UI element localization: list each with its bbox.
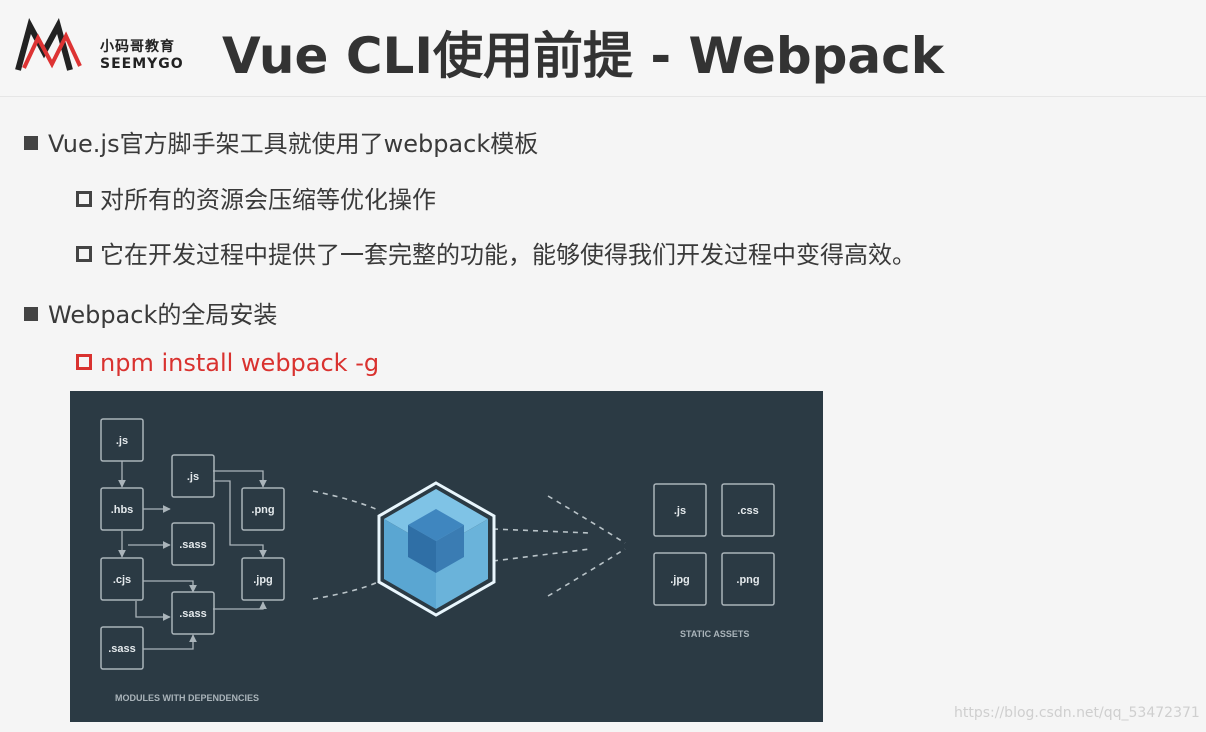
asset-box-label: .js [674, 505, 686, 517]
module-box-label: .js [116, 435, 128, 447]
module-box: .jpg [241, 557, 285, 601]
bullet-npm-command: npm install webpack -g [76, 349, 379, 377]
module-box: .sass [171, 522, 215, 566]
module-box-label: .cjs [113, 574, 131, 586]
bullet-text: Vue.js官方脚手架工具就使用了webpack模板 [48, 130, 539, 158]
webpack-diagram: .js .js .hbs .png .sass .cjs .jpg .sass .sass MO… [70, 391, 823, 722]
module-box: .sass [171, 591, 215, 635]
bullet-text: 对所有的资源会压缩等优化操作 [100, 186, 436, 214]
asset-box: .png [721, 552, 775, 606]
asset-box-label: .png [736, 574, 759, 586]
asset-box-label: .css [737, 505, 758, 517]
module-box-label: .sass [108, 643, 136, 655]
csdn-watermark: https://blog.csdn.net/qq_53472371 [954, 705, 1200, 721]
module-box: .js [171, 454, 215, 498]
webpack-cube-icon [377, 481, 496, 617]
bullet-webpack-install: Webpack的全局安装 [24, 295, 277, 330]
bullet-text: npm install webpack -g [100, 349, 380, 377]
filled-square-bullet-icon [24, 307, 38, 321]
asset-box: .css [721, 483, 775, 537]
module-box-label: .hbs [111, 504, 134, 516]
brand-logo: 小码哥教育 SEEMYGO [14, 16, 194, 76]
hollow-square-bullet-icon [76, 191, 92, 207]
bullet-dev-features: 它在开发过程中提供了一套完整的功能，能够使得我们开发过程中变得高效。 [76, 235, 916, 270]
asset-box: .jpg [653, 552, 707, 606]
seemygo-m-logo-icon [15, 17, 82, 71]
asset-box-label: .jpg [670, 574, 690, 586]
bullet-vue-cli-webpack: Vue.js官方脚手架工具就使用了webpack模板 [24, 124, 538, 159]
module-box-label: .sass [179, 608, 207, 620]
module-box-label: .sass [179, 539, 207, 551]
asset-box: .js [653, 483, 707, 537]
module-box: .png [241, 487, 285, 531]
bullet-text: Webpack的全局安装 [48, 301, 278, 329]
module-box-label: .png [251, 504, 274, 516]
bullet-compress-optimize: 对所有的资源会压缩等优化操作 [76, 180, 436, 215]
hollow-square-bullet-icon [76, 354, 92, 370]
slide-header: 小码哥教育 SEEMYGO Vue CLI使用前提 - Webpack [0, 0, 1206, 97]
logo-cn-text: 小码哥教育 [100, 39, 175, 55]
module-box-label: .js [187, 471, 199, 483]
module-box: .sass [100, 626, 144, 670]
modules-label: MODULES WITH DEPENDENCIES [115, 693, 259, 703]
module-box: .js [100, 418, 144, 462]
module-box-label: .jpg [253, 574, 273, 586]
filled-square-bullet-icon [24, 136, 38, 150]
hollow-square-bullet-icon [76, 246, 92, 262]
module-box: .hbs [100, 487, 144, 531]
page-title: Vue CLI使用前提 - Webpack [222, 27, 945, 85]
assets-label: STATIC ASSETS [680, 629, 749, 639]
module-box: .cjs [100, 557, 144, 601]
logo-en-text: SEEMYGO [100, 56, 184, 72]
bullet-text: 它在开发过程中提供了一套完整的功能，能够使得我们开发过程中变得高效。 [100, 241, 916, 269]
